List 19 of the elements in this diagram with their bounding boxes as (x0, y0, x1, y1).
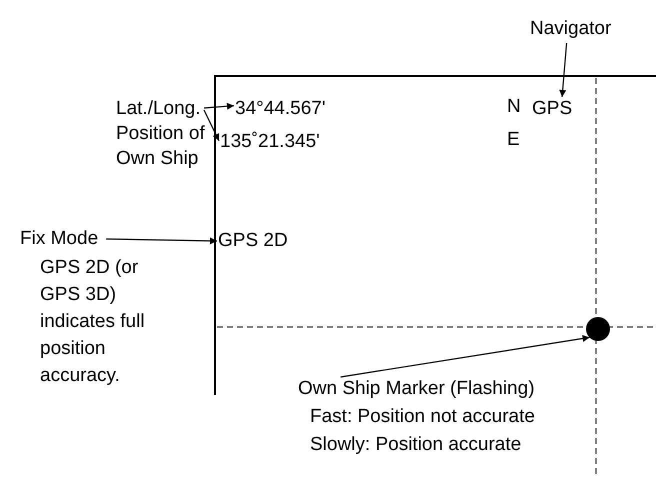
screen-text: GPS (532, 98, 572, 120)
coordinate-readout: 135˚21.345' (220, 131, 320, 153)
leader-arrow (106, 237, 217, 244)
hemisphere-label: N (507, 96, 521, 118)
leader-arrow (340, 335, 590, 378)
callout-text: Own Ship Marker (Flashing) (298, 378, 535, 400)
hemisphere-label: E (507, 129, 520, 151)
own-ship-marker (586, 317, 610, 341)
callout-text: Navigator (530, 18, 612, 40)
callout-text: Slowly: Position accurate (310, 434, 522, 456)
leader-arrow (204, 102, 234, 110)
callout-text: Fix Mode (20, 228, 98, 250)
leader-arrow (559, 42, 568, 98)
coordinate-readout: 34°44.567' (235, 98, 326, 120)
callout-text: Lat./Long. Position of Own Ship (116, 96, 210, 171)
leader-arrow (203, 110, 220, 142)
screen-text: GPS 2D (218, 230, 288, 252)
note-text: GPS 2D (or GPS 3D) indicates full position accuracy. (40, 256, 146, 388)
callout-text: Fast: Position not accurate (310, 406, 535, 428)
